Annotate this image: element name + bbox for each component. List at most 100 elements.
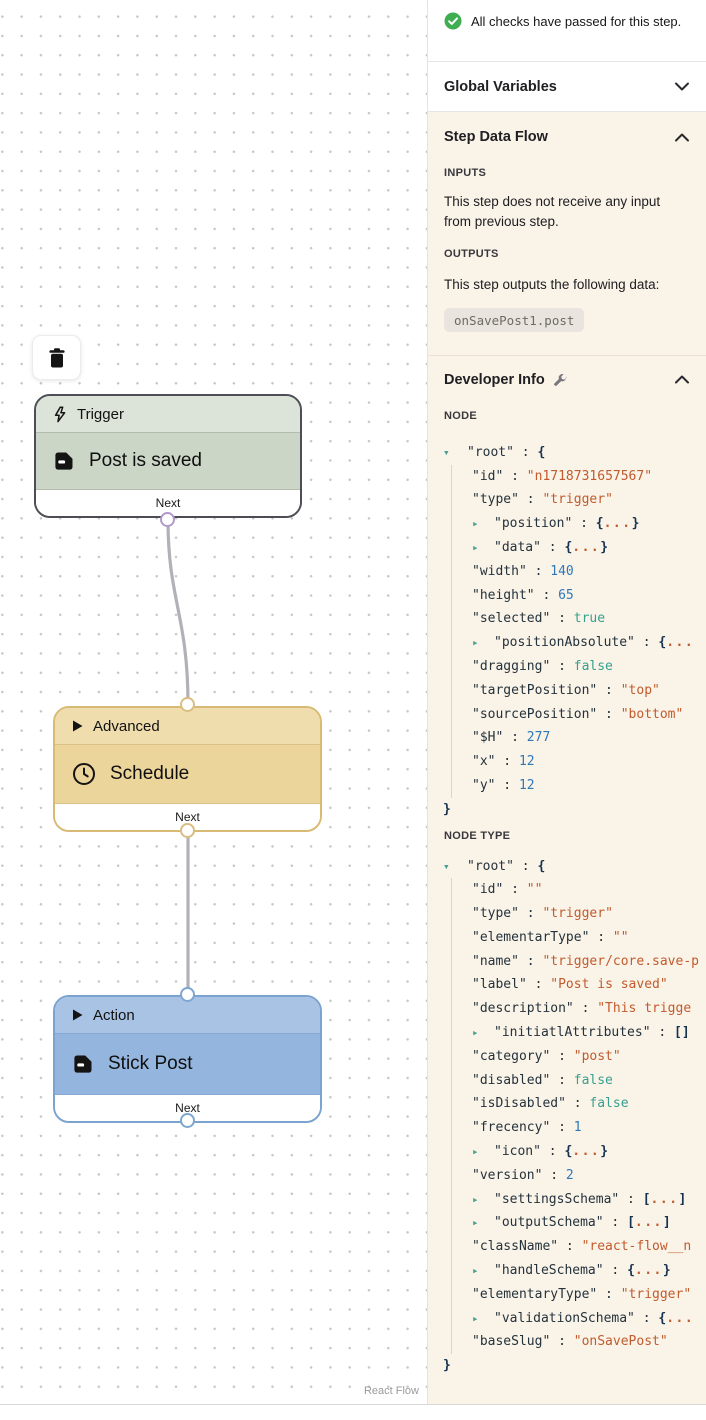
json-number-value: 2 [565,1167,574,1183]
json-row: "width" : 140 [451,559,706,584]
global-variables-header[interactable]: Global Variables [428,62,706,111]
checks-message: All checks have passed for this step. [471,14,682,29]
json-row: "dragging" : false [451,654,706,679]
expand-arrow-icon[interactable]: ▸ [472,1145,479,1159]
json-row: "height" : 65 [451,583,706,608]
json-row: "frecency" : 1 [451,1116,706,1141]
json-key: "height" : [472,587,559,603]
json-key: "elementaryType" : [472,1286,621,1302]
json-boolean-value: true [573,611,606,627]
node-trigger[interactable]: Trigger Post is saved Next [34,394,302,518]
json-number-value: 1 [573,1120,582,1136]
developer-info-header[interactable]: Developer Info [428,356,706,402]
json-key: "category" : [472,1048,574,1064]
json-string-value: "onSavePost" [573,1334,668,1350]
json-key: "name" : [472,953,543,969]
json-number-value: 140 [550,563,574,579]
json-row: ▸"positionAbsolute" : {... [451,631,706,655]
json-row: ▸"validationSchema" : {... [451,1306,706,1331]
json-key: "outputSchema" : [494,1215,628,1231]
delete-node-button[interactable] [32,335,81,380]
node-body: Schedule [55,745,320,803]
json-row: "name" : "trigger/core.save-p [451,949,706,974]
json-key: "targetPosition" : [472,682,621,698]
advanced-target-handle[interactable] [180,697,195,712]
expand-arrow-icon[interactable]: ▸ [472,1216,479,1230]
expand-arrow-icon[interactable]: ▸ [472,1192,479,1206]
json-key: "$H" : [472,730,527,746]
node-header: Advanced [55,708,320,745]
post-icon [74,1055,92,1073]
json-key: "version" : [472,1167,566,1183]
advanced-source-handle[interactable] [180,823,195,838]
divider [428,111,706,112]
json-key: "isDisabled" : [472,1096,590,1112]
node-type-json-tree: ▾"root" : {"id" : """type" : "trigger""e… [443,855,706,1379]
json-string-value: "" [526,882,543,898]
json-key: "selected" : [472,611,574,627]
wrench-icon [553,374,567,387]
json-key: "elementarType" : [472,929,613,945]
json-key: "type" : [472,906,543,922]
json-string-value: "" [612,929,629,945]
json-string-value: "bottom" [620,706,684,722]
expand-arrow-icon[interactable]: ▸ [472,1264,479,1278]
chevron-up-icon [675,133,689,141]
next-label: Next [175,810,200,824]
lightning-icon [54,405,66,422]
edge-trigger-advanced[interactable] [166,519,190,706]
expand-arrow-icon[interactable]: ▸ [472,636,479,650]
json-key: "frecency" : [472,1120,574,1136]
global-variables-label: Global Variables [444,78,557,95]
expand-arrow-icon[interactable]: ▸ [472,540,479,554]
json-key: "initiatlAttributes" : [494,1025,675,1041]
node-advanced[interactable]: Advanced Schedule Next [53,706,322,832]
node-json-tree: ▾"root" : {"id" : "n1718731657567""type"… [443,441,706,822]
json-key: "x" : [472,754,519,770]
json-row: "x" : 12 [451,750,706,774]
collapse-arrow-icon[interactable]: ▾ [443,445,450,459]
expand-arrow-icon[interactable]: ▸ [472,517,479,531]
action-target-handle[interactable] [180,987,195,1002]
json-key: "id" : [472,468,527,484]
json-brace: } [443,801,451,817]
react-flow-attribution: React Flow [363,1385,419,1397]
inspector-panel: All checks have passed for this step. Gl… [427,0,706,1404]
step-data-flow-label: Step Data Flow [444,129,548,145]
spacer [428,332,706,355]
json-key: "type" : [472,492,543,508]
action-source-handle[interactable] [180,1113,195,1128]
json-row: "id" : "n1718731657567" [451,464,706,489]
next-label: Next [155,496,181,510]
json-key: "data" : [494,539,565,555]
json-brace: { [537,858,546,874]
json-key: "width" : [472,563,551,579]
expand-arrow-icon[interactable]: ▸ [472,1311,479,1325]
json-key: "baseSlug" : [472,1334,574,1350]
json-string-value: "trigger" [542,906,613,922]
json-row: "y" : 12 [451,773,706,798]
clock-icon [73,763,95,785]
node-body: Stick Post [55,1034,320,1094]
trigger-source-handle[interactable] [160,512,175,527]
collapse-arrow-icon[interactable]: ▾ [443,859,450,873]
json-row: "label" : "Post is saved" [451,973,706,998]
json-row: "version" : 2 [451,1163,706,1188]
json-brace: { [537,444,546,460]
json-row: "sourcePosition" : "bottom" [451,702,706,727]
flow-canvas[interactable]: Trigger Post is saved Next Advanced [0,0,427,1404]
json-row: "selected" : true [451,607,706,632]
step-data-flow-header[interactable]: Step Data Flow [428,112,706,159]
node-type-json-label: NODE TYPE [444,829,511,842]
json-boolean-value: false [573,658,613,674]
json-key: "label" : [472,977,551,993]
json-row: ▸"settingsSchema" : [...] [451,1187,706,1212]
node-footer: Next [55,803,320,830]
json-string-value: "This trigge [597,1001,692,1017]
node-action[interactable]: Action Stick Post Next [53,995,322,1123]
json-string-value: "n1718731657567" [526,468,653,484]
chevron-up-icon [675,375,689,384]
expand-arrow-icon[interactable]: ▸ [472,1026,479,1040]
node-header: Trigger [36,396,300,433]
json-string-value: "post" [573,1048,621,1064]
